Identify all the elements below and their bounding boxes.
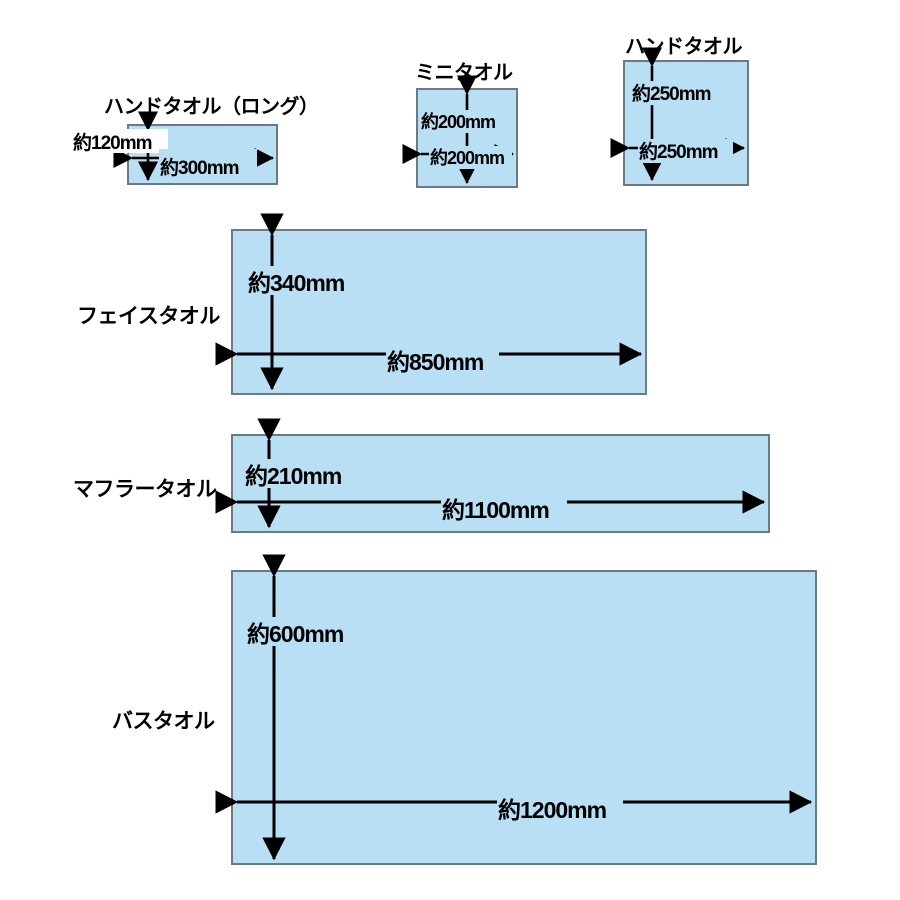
towel-shape-mini-towel: [416, 88, 518, 188]
dimension-width-hand-towel: 約250mm: [639, 142, 718, 163]
dimension-height-mini-towel: 約200mm: [421, 112, 496, 132]
dimension-height-bath-towel: 約600mm: [247, 621, 344, 647]
dimension-height-face-towel: 約340mm: [248, 270, 345, 296]
dimension-width-muffler-towel: 約1100mm: [442, 497, 550, 523]
towel-name-hand-towel-long: ハンドタオル（ロング）: [104, 96, 319, 118]
towel-name-face-towel: フェイスタオル: [77, 305, 220, 328]
dimension-width-face-towel: 約850mm: [387, 349, 484, 375]
towel-name-muffler-towel: マフラータオル: [73, 478, 217, 501]
dimension-width-hand-towel-long: 約300mm: [160, 158, 239, 179]
dimension-height-muffler-towel: 約210mm: [245, 463, 342, 489]
dimension-width-mini-towel: 約200mm: [430, 148, 505, 168]
towel-name-hand-towel: ハンドタオル: [625, 36, 743, 58]
dimension-height-hand-towel: 約250mm: [632, 84, 711, 105]
dimension-height-hand-towel-long: 約120mm: [73, 133, 152, 154]
towel-shape-face-towel: [231, 229, 647, 395]
towel-name-bath-towel: バスタオル: [112, 710, 215, 733]
dimension-width-bath-towel: 約1200mm: [498, 797, 607, 823]
towel-name-mini-towel: ミニタオル: [415, 62, 513, 84]
